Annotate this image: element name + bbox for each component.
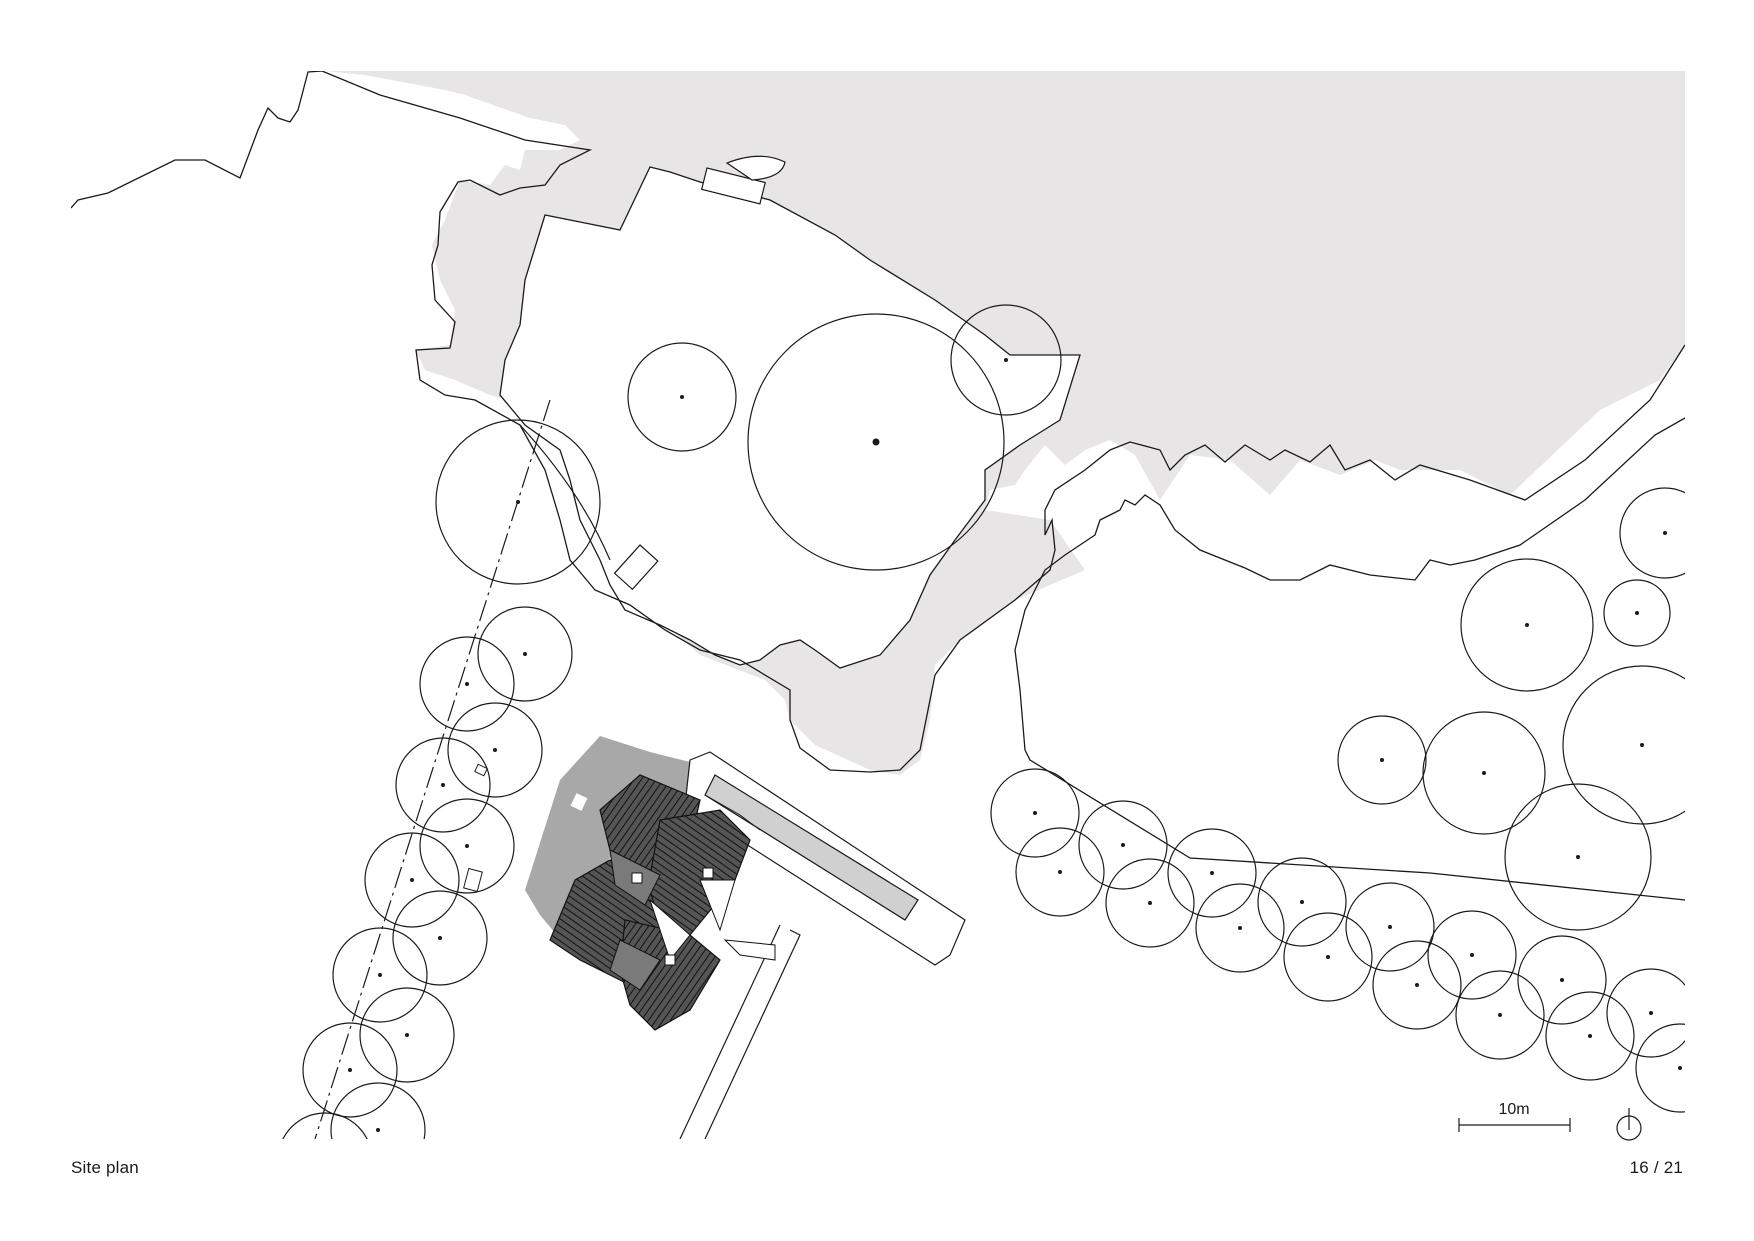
island (499, 166, 1081, 669)
boat-dock (700, 155, 786, 205)
mainland-boundary (1014, 417, 1685, 901)
jetty-path (519, 424, 611, 561)
island-trees (435, 304, 1062, 585)
tree-row-south (990, 768, 1685, 1113)
access-road (679, 924, 801, 1139)
footbridge (613, 544, 659, 591)
tree-row-west (282, 606, 573, 1139)
shoreline-northwest (71, 71, 1685, 773)
north-arrow-icon (1616, 1108, 1642, 1141)
scale-bar: 10m (1458, 1101, 1571, 1132)
page-caption: Site plan (71, 1158, 139, 1177)
scale-bar-label: 10m (1498, 1101, 1529, 1118)
house-roof (549, 774, 776, 1031)
page-number: 16 / 21 (1629, 1158, 1683, 1177)
small-object-2 (463, 867, 483, 893)
tree-cluster-east (1337, 487, 1685, 931)
property-line (314, 399, 551, 1139)
small-object-1 (474, 763, 488, 777)
